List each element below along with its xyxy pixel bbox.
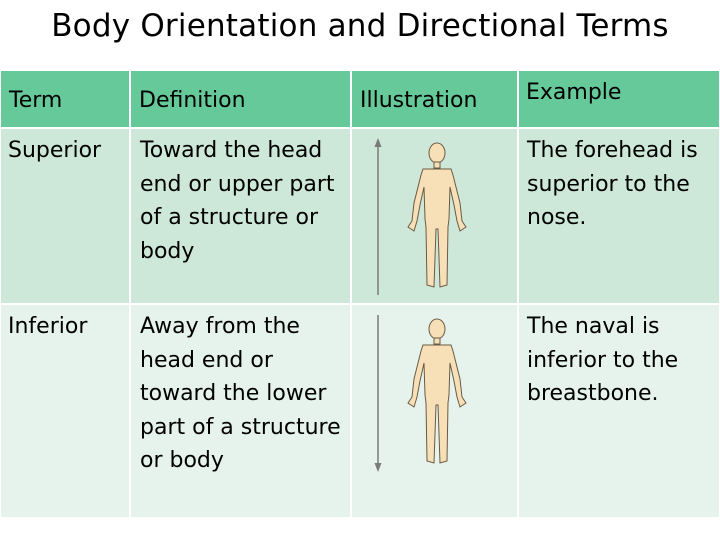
inferior-body-icon [374, 315, 467, 472]
definition-inferior: Away from the head end or toward the low… [130, 304, 351, 518]
page-title: Body Orientation and Directional Terms [51, 8, 669, 44]
header-definition: Definition [130, 70, 351, 128]
illustration-superior [351, 128, 518, 304]
illustration-inferior [351, 304, 518, 518]
terms-table: Term Definition Illustration Example Sup… [0, 70, 720, 518]
superior-body-icon [374, 138, 467, 295]
term-inferior: Inferior [0, 304, 130, 518]
example-inferior: The naval is inferior to the breastbone. [518, 304, 720, 518]
header-example: Example [518, 70, 720, 128]
example-superior: The forehead is superior to the nose. [518, 128, 720, 304]
header-term: Term [0, 70, 130, 128]
down-arrowhead-icon [374, 463, 382, 472]
up-arrowhead-icon [374, 138, 382, 147]
header-illustration: Illustration [351, 70, 518, 128]
term-superior: Superior [0, 128, 130, 304]
definition-superior: Toward the head end or upper part of a s… [130, 128, 351, 304]
human-figure-icon [407, 142, 467, 288]
human-figure-icon [407, 318, 467, 464]
